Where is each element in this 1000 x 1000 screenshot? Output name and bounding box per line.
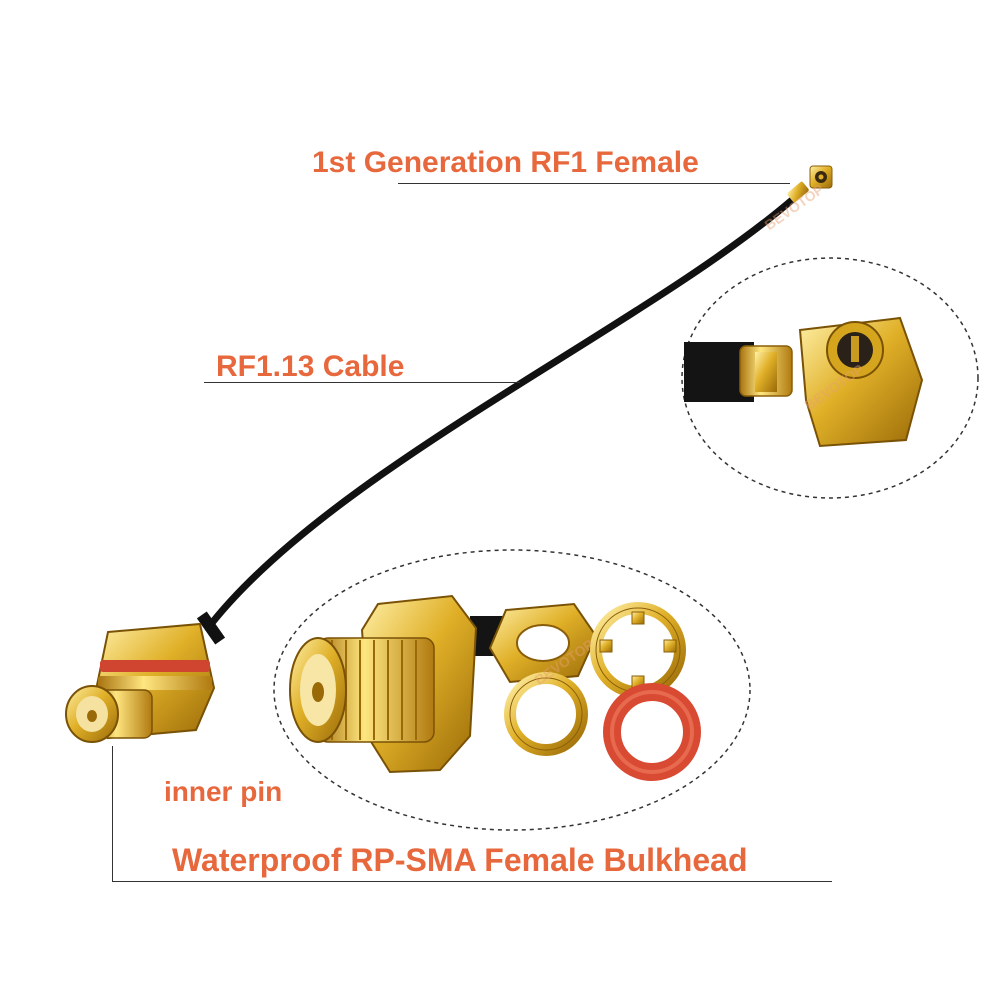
label-rf1-female: 1st Generation RF1 Female — [312, 146, 699, 179]
leader-line-bulkhead-vertical — [112, 746, 113, 882]
label-cable: RF1.13 Cable — [216, 350, 405, 383]
o-ring — [603, 683, 701, 781]
hex-nut — [488, 602, 598, 684]
lock-washer — [590, 602, 686, 698]
ufl-connector-zoom — [684, 316, 924, 448]
coax-cable — [204, 196, 796, 632]
rp-sma-connector — [65, 611, 226, 743]
leader-line-cable — [204, 382, 520, 383]
leader-line-rf1 — [398, 183, 790, 184]
ufl-connector-small — [787, 165, 833, 203]
ufl-zoom-callout — [681, 257, 979, 499]
flat-washer — [504, 672, 588, 756]
parts-zoom-callout — [273, 549, 751, 831]
label-inner-pin: inner pin — [164, 776, 283, 807]
rp-sma-zoom — [289, 594, 510, 774]
leader-line-bulkhead-horizontal — [112, 881, 832, 882]
label-bulkhead: Waterproof RP-SMA Female Bulkhead — [172, 842, 748, 878]
